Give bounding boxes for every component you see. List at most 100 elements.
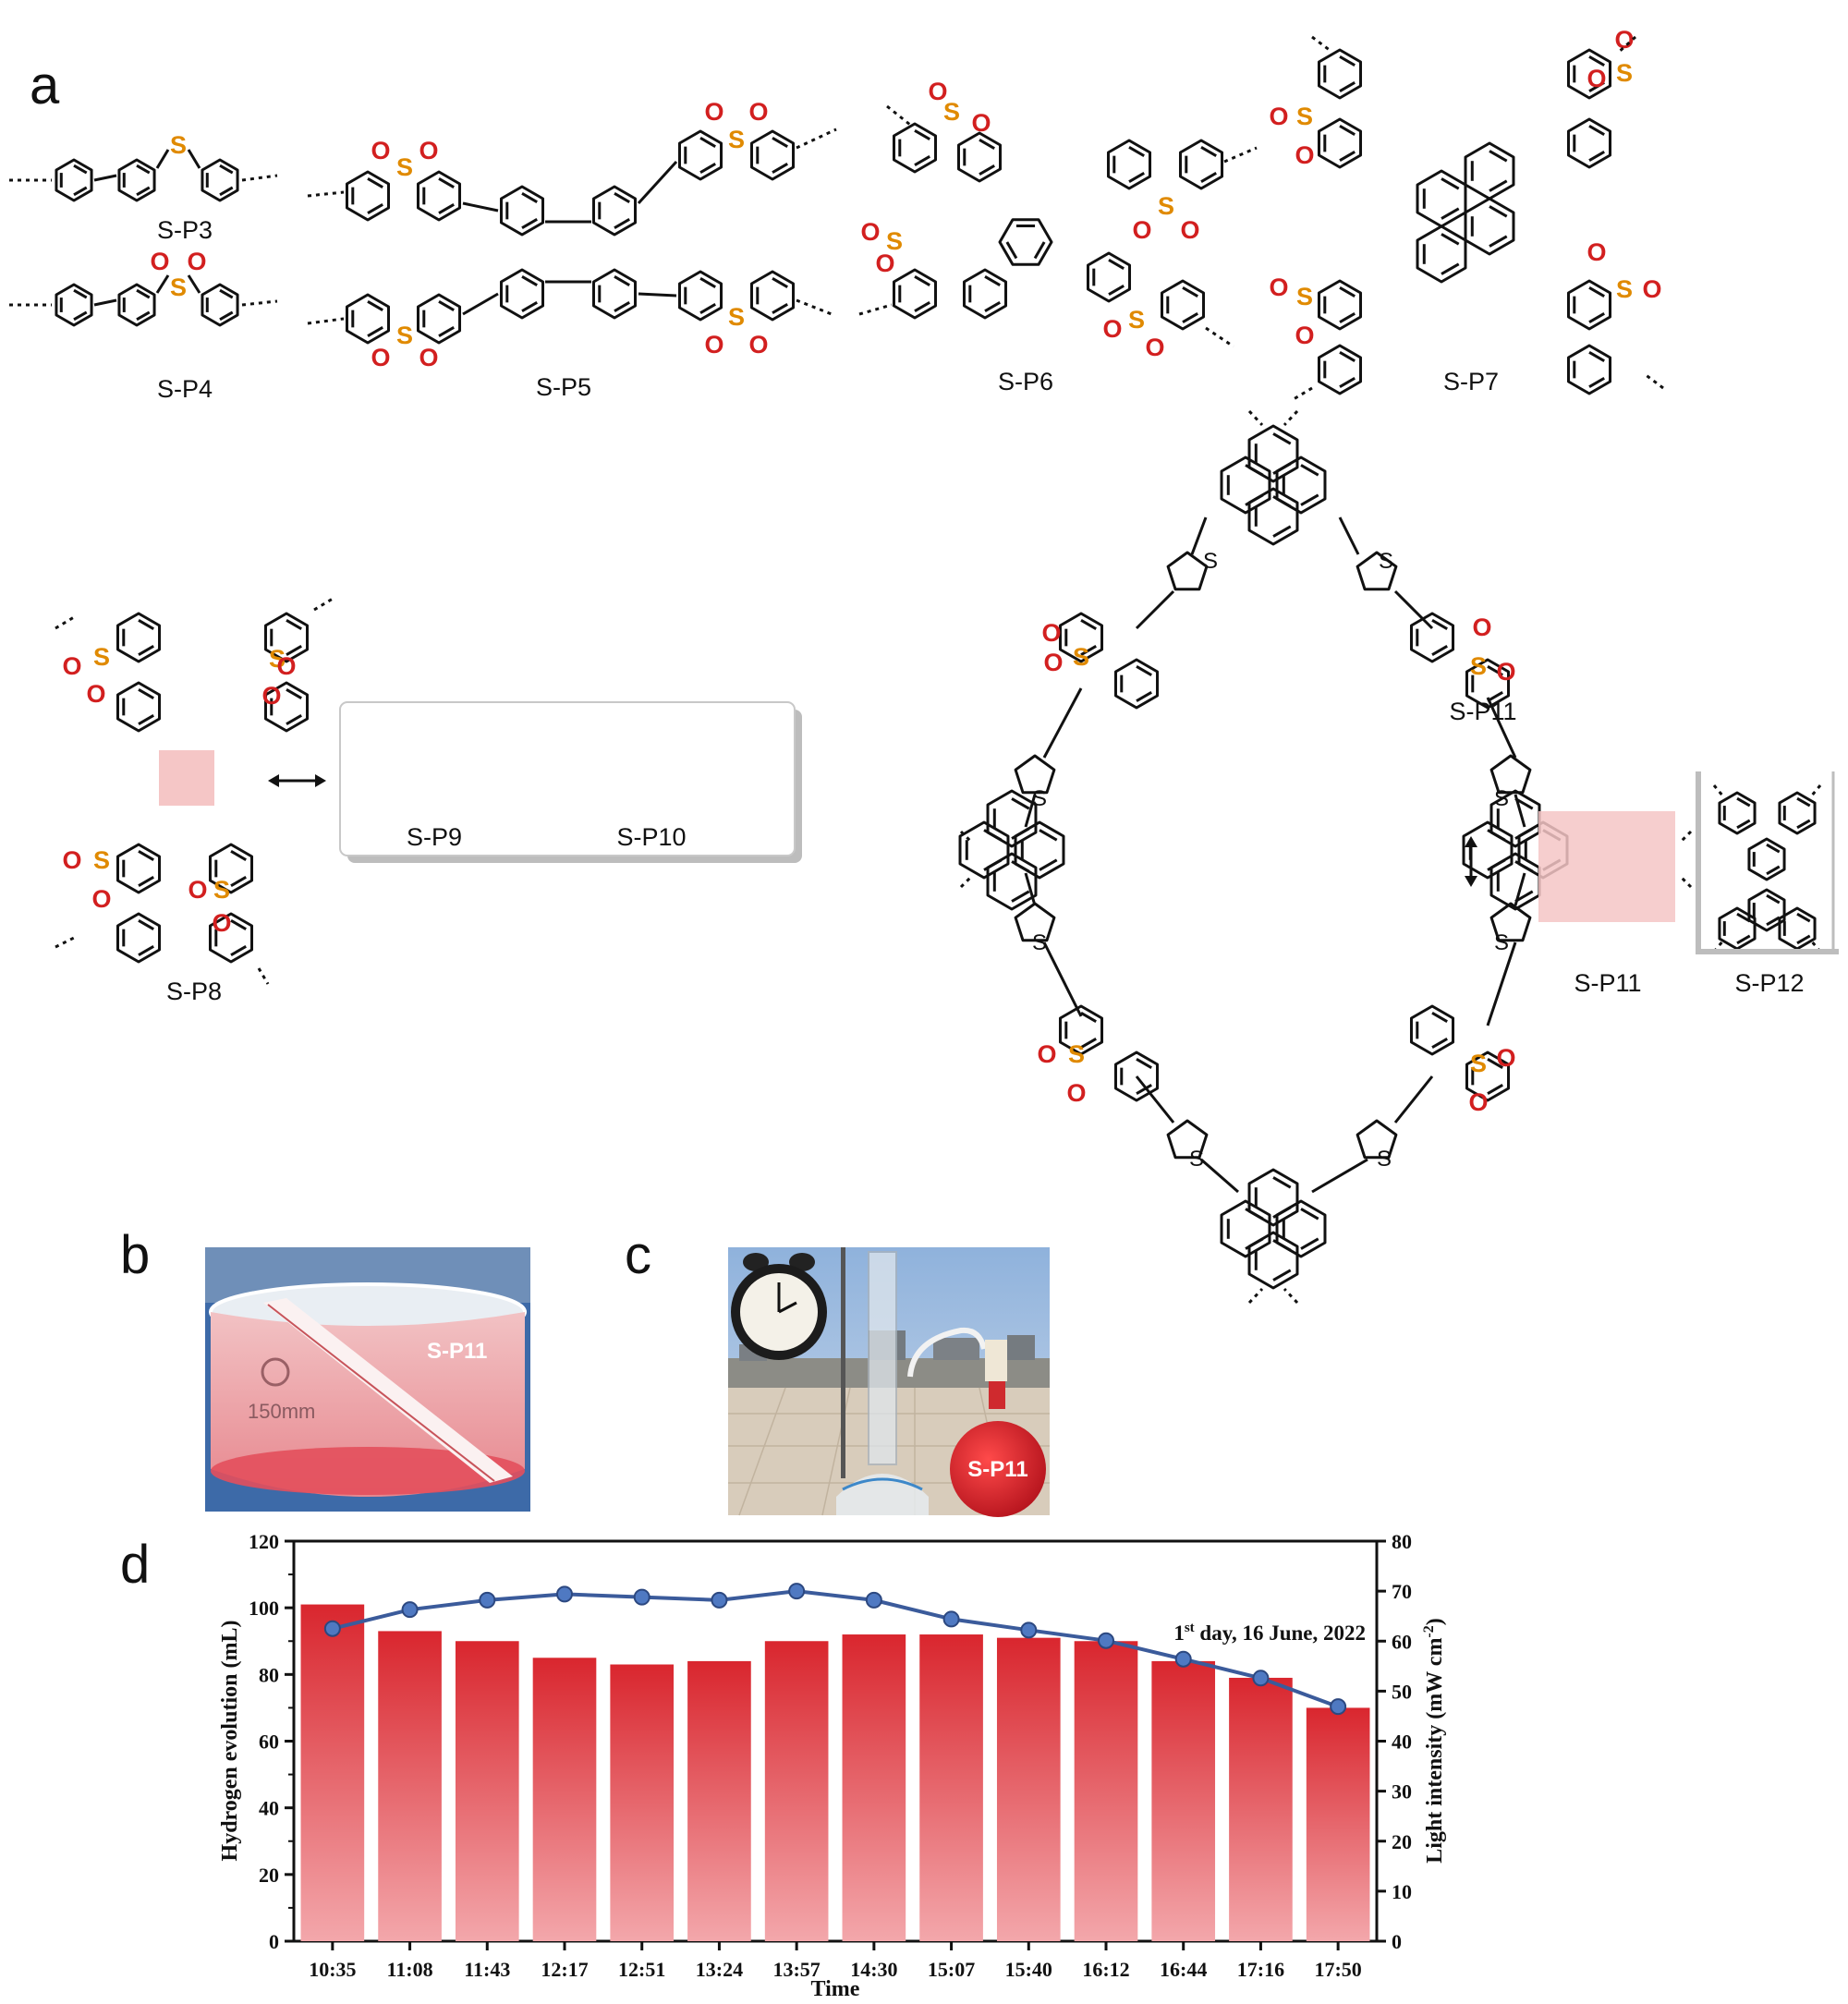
pyrene-ring: [1247, 487, 1299, 546]
oxygen-atom: O: [419, 344, 438, 371]
hydrogen-bar: [842, 1634, 906, 1941]
pyrene-ring: [958, 820, 1010, 880]
phenyl-ring: [55, 283, 93, 327]
label-sp3: S-P3: [157, 216, 213, 244]
right-tick-label: 40: [1392, 1731, 1412, 1754]
thiophene-sulfur-atom: S: [1379, 549, 1393, 574]
hydrogen-bar: [378, 1631, 442, 1941]
bond: [93, 174, 117, 182]
sulfone-sulfur-atom: S: [93, 643, 110, 671]
pyrene-ring: [986, 789, 1038, 848]
benzene-ring: [345, 170, 391, 222]
panel-label-c: c: [625, 1225, 651, 1285]
polymer-continuation: [1809, 784, 1822, 797]
bond: [1338, 516, 1360, 555]
oxygen-atom: O: [1041, 619, 1061, 647]
benzene-ring: [1747, 837, 1786, 881]
oxygen-atom: O: [150, 248, 169, 275]
oxygen-atom: O: [1037, 1040, 1056, 1068]
polymer-continuation: [1311, 35, 1331, 53]
reactor-flask: [950, 1421, 1046, 1517]
sulfone-sulfur-atom: S: [1296, 283, 1313, 310]
x-tick-label: 13:24: [696, 1958, 743, 1981]
label-sp7: S-P7: [1443, 368, 1499, 395]
right-tick-label: 10: [1392, 1880, 1412, 1903]
oxygen-atom: O: [86, 680, 105, 708]
light-intensity-marker: [1174, 1650, 1192, 1668]
light-intensity-marker: [1330, 1698, 1347, 1716]
left-axis-label: Hydrogen evolution (mL): [218, 1621, 242, 1862]
benzene-ring: [263, 612, 310, 663]
x-tick-label: 15:07: [928, 1958, 975, 1981]
thiophene-ring: [1356, 551, 1398, 591]
sulfone-sulfur-atom: S: [1068, 1040, 1085, 1068]
benzene-ring: [1113, 658, 1160, 710]
benzene-ring: [1566, 117, 1612, 169]
polymer-continuation: [313, 597, 334, 612]
chart-title: 1st day, 16 June, 2022: [1173, 1621, 1366, 1645]
x-tick-label: 11:43: [464, 1958, 510, 1981]
bond: [638, 292, 677, 298]
x-axis-label: Time: [811, 1977, 860, 2001]
oxygen-atom: O: [371, 137, 390, 164]
benzene-ring: [1566, 279, 1612, 331]
polymer-continuation: [959, 876, 972, 889]
oxygen-atom: O: [187, 248, 206, 275]
light-intensity-marker: [401, 1601, 419, 1619]
polymer-continuation: [858, 303, 893, 316]
hydrogen-bar: [1151, 1660, 1216, 1941]
bond: [1024, 872, 1037, 906]
right-tick-label: 20: [1392, 1830, 1412, 1853]
benzene-ring: [1058, 1004, 1104, 1056]
thiophene-sulfur-atom: S: [1203, 549, 1218, 574]
oxygen-atom: O: [1180, 216, 1199, 244]
label-sp6: S-P6: [998, 368, 1053, 395]
x-tick-label: 11:08: [387, 1958, 433, 1981]
hydrogen-bar: [1229, 1677, 1293, 1941]
oxygen-atom: O: [1132, 216, 1151, 244]
bond: [637, 160, 678, 205]
x-tick-label: 12:51: [618, 1958, 665, 1981]
benzene-ring: [677, 129, 723, 181]
x-tick-label: 15:40: [1005, 1958, 1052, 1981]
label-sp9: S-P9: [407, 823, 462, 851]
sulfone-sulfur-atom: S: [93, 846, 110, 874]
polymer-continuation: [1712, 784, 1725, 797]
hydrogen-bar: [532, 1658, 597, 1941]
light-intensity-marker: [865, 1591, 882, 1609]
light-intensity-marker: [1098, 1632, 1114, 1649]
dish-size-mark: 150mm: [248, 1400, 315, 1423]
benzene-ring: [956, 131, 1003, 183]
benzene-ring: [1747, 888, 1786, 932]
label-sp5: S-P5: [536, 373, 591, 401]
oxygen-atom: O: [188, 876, 207, 904]
thiophene-ring: [1356, 1119, 1398, 1160]
benzene-ring: [1160, 279, 1206, 331]
polymer-continuation: [55, 936, 75, 949]
benzene-ring: [1718, 906, 1757, 951]
pyrene-ring: [986, 852, 1038, 911]
right-tick-label: 0: [1392, 1930, 1402, 1953]
benzene-ring: [1409, 1004, 1455, 1056]
benzene-ring: [499, 185, 545, 237]
sulfone-sulfur-atom: S: [1616, 59, 1633, 87]
label-sp10: S-P10: [616, 823, 686, 851]
benzene-ring: [677, 270, 723, 322]
bar-series: [300, 1604, 1370, 1941]
benzene-ring: [1113, 1051, 1160, 1102]
oxygen-atom: O: [212, 909, 231, 937]
bond: [1514, 794, 1526, 828]
polymer-continuation: [257, 967, 270, 985]
polymer-continuation: [1247, 409, 1264, 427]
pyrene-ring: [1275, 1199, 1327, 1258]
oxygen-atom: O: [1642, 275, 1661, 303]
bond: [1486, 941, 1517, 1026]
right-tick-label: 60: [1392, 1630, 1412, 1653]
polymer-continuation: [1283, 1287, 1299, 1305]
sulfone-sulfur-atom: S: [1073, 643, 1089, 671]
oxygen-atom: O: [1614, 26, 1634, 54]
thiophene-ring: [1014, 754, 1056, 795]
oxygen-atom: O: [704, 98, 723, 126]
